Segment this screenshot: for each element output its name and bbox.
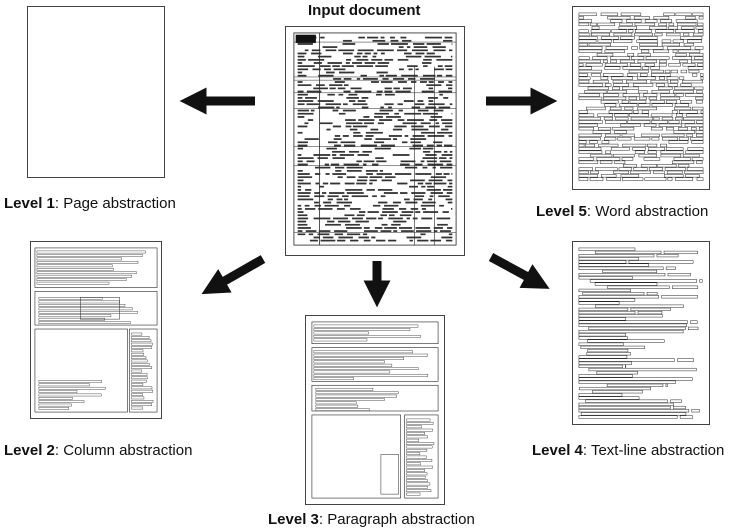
level1-name: Page abstraction <box>63 195 176 212</box>
level4-textline-abstraction <box>572 241 710 425</box>
pg-l5-marks <box>578 12 704 181</box>
level3-name: Paragraph abstraction <box>327 511 475 528</box>
pg-input-marks <box>293 32 457 246</box>
level5-caption: Level 5: Word abstraction <box>536 203 709 220</box>
level2-label: Level 2 <box>4 442 55 459</box>
pg-l4-marks <box>578 247 703 419</box>
level4-name: Text-line abstraction <box>590 442 725 459</box>
level1-page-abstraction <box>27 6 165 178</box>
level1-caption: Level 1: Page abstraction <box>4 195 176 212</box>
level5-name: Word abstraction <box>595 203 709 220</box>
pg-l3-marks <box>311 321 439 499</box>
level2-name: Column abstraction <box>63 442 193 459</box>
level5-label: Level 5 <box>536 203 587 220</box>
level1-label: Level 1 <box>4 195 55 212</box>
level4-label: Level 4 <box>532 442 583 459</box>
arrow-to-level2 <box>201 255 266 295</box>
level3-caption: Level 3: Paragraph abstraction <box>268 511 475 528</box>
level3-paragraph-abstraction <box>305 315 445 505</box>
level3-label: Level 3 <box>268 511 319 528</box>
input-document-title: Input document <box>308 2 421 19</box>
level2-caption: Level 2: Column abstraction <box>4 442 193 459</box>
level5-word-abstraction <box>572 6 710 190</box>
level4-caption: Level 4: Text-line abstraction <box>532 442 725 459</box>
level2-column-abstraction <box>30 241 162 419</box>
arrow-to-level4 <box>488 253 550 289</box>
input-document-page <box>285 26 465 256</box>
pg-l2-marks <box>34 247 158 413</box>
